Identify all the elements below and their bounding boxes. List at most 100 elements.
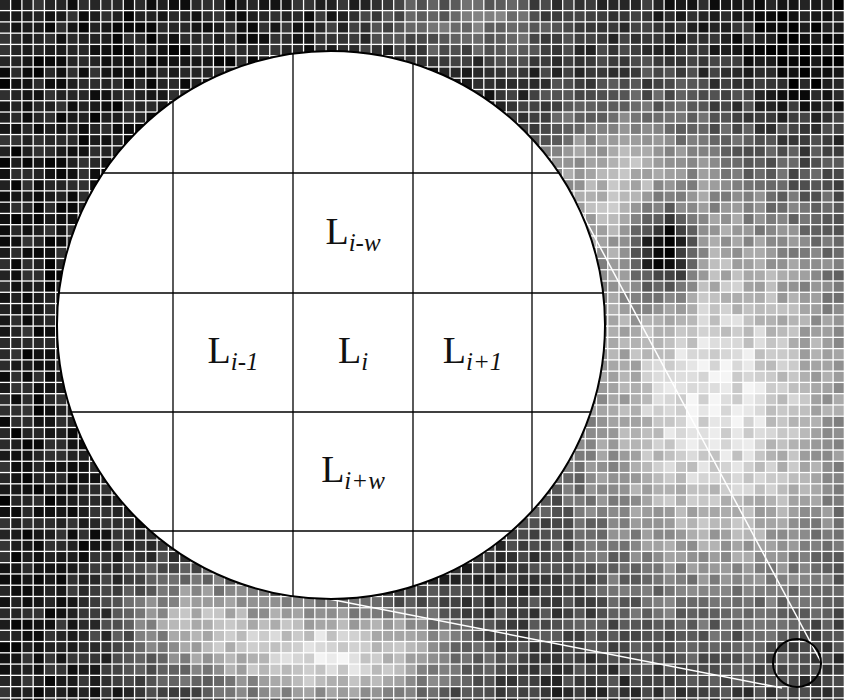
pixel (90, 158, 100, 168)
pixel (203, 23, 213, 33)
pixel (34, 180, 44, 190)
pixel (620, 34, 630, 44)
pixel (56, 146, 66, 156)
pixel (552, 45, 562, 55)
pixel (338, 11, 348, 21)
pixel (113, 101, 123, 111)
pixel (665, 282, 675, 292)
pixel (451, 34, 461, 44)
pixel (563, 146, 573, 156)
pixel (834, 45, 844, 55)
pixel (327, 23, 337, 33)
pixel (473, 0, 483, 10)
pixel (192, 0, 202, 10)
pixel (608, 237, 618, 247)
pixel (755, 135, 765, 145)
pixel (642, 101, 652, 111)
pixel (541, 56, 551, 66)
pixel (789, 34, 799, 44)
pixel (575, 90, 585, 100)
pixel (11, 158, 21, 168)
pixel (766, 45, 776, 55)
pixel (631, 90, 641, 100)
pixel (45, 225, 55, 235)
pixel (631, 214, 641, 224)
pixel (34, 0, 44, 10)
pixel (270, 23, 280, 33)
pixel (766, 135, 776, 145)
pixel (90, 45, 100, 55)
pixel (315, 11, 325, 21)
pixel (642, 68, 652, 78)
pixel (135, 45, 145, 55)
pixel (597, 79, 607, 89)
pixel (158, 45, 168, 55)
pixel (597, 34, 607, 44)
pixel (304, 11, 314, 21)
pixel (68, 158, 78, 168)
pixel (687, 225, 697, 235)
pixel (259, 11, 269, 21)
pixel (834, 34, 844, 44)
pixel (248, 45, 258, 55)
pixel (811, 169, 821, 179)
pixel (732, 23, 742, 33)
pixel (766, 124, 776, 134)
pixel (744, 214, 754, 224)
pixel (631, 237, 641, 247)
pixel (270, 11, 280, 21)
pixel (23, 0, 33, 10)
pixel (34, 101, 44, 111)
pixel (203, 68, 213, 78)
pixel (23, 282, 33, 292)
pixel (417, 0, 427, 10)
pixel (766, 282, 776, 292)
pixel (744, 34, 754, 44)
pixel (428, 45, 438, 55)
pixel (563, 90, 573, 100)
pixel (575, 124, 585, 134)
pixel (563, 56, 573, 66)
pixel (800, 101, 810, 111)
pixel (687, 0, 697, 10)
pixel (744, 270, 754, 280)
pixel (777, 146, 787, 156)
pixel (620, 146, 630, 156)
pixel (214, 45, 224, 55)
pixel (68, 101, 78, 111)
pixel (259, 45, 269, 55)
pixel (23, 225, 33, 235)
pixel (777, 203, 787, 213)
pixel (699, 237, 709, 247)
pixel (732, 259, 742, 269)
pixel (484, 56, 494, 66)
pixel (608, 192, 618, 202)
pixel (620, 68, 630, 78)
pixel (45, 101, 55, 111)
pixel (484, 79, 494, 89)
pixel (789, 11, 799, 21)
pixel (800, 169, 810, 179)
pixel (496, 34, 506, 44)
pixel (383, 34, 393, 44)
pixel (687, 192, 697, 202)
pixel (563, 158, 573, 168)
pixel (676, 203, 686, 213)
pixel (789, 158, 799, 168)
pixel (755, 180, 765, 190)
pixel (146, 56, 156, 66)
pixel (56, 135, 66, 145)
pixel (699, 248, 709, 258)
pixel (34, 113, 44, 123)
pixel (563, 169, 573, 179)
pixel (597, 23, 607, 33)
pixel (665, 270, 675, 280)
pixel (394, 45, 404, 55)
pixel (620, 101, 630, 111)
pixel (608, 68, 618, 78)
pixel (45, 169, 55, 179)
pixel (462, 11, 472, 21)
pixel (732, 79, 742, 89)
pixel (642, 135, 652, 145)
pixel (766, 158, 776, 168)
